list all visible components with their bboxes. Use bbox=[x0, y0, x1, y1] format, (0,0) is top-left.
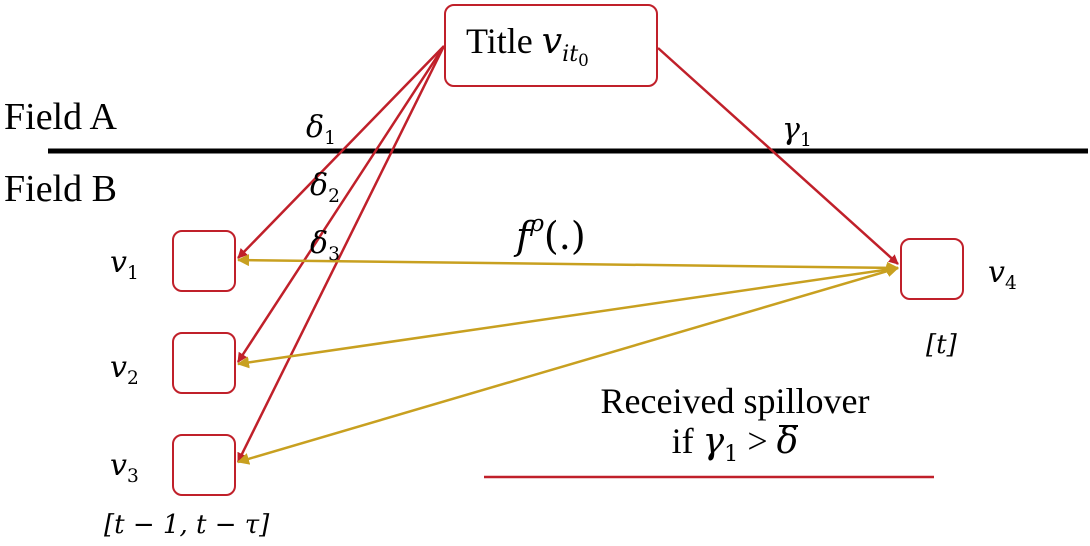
title-node bbox=[444, 4, 658, 87]
node-v3-label: v3 bbox=[110, 448, 139, 487]
edge-title-v4 bbox=[657, 47, 899, 265]
spillover-line1: Received spillover bbox=[600, 381, 870, 421]
interval-past: [t − 1, t − τ] bbox=[104, 510, 270, 540]
spillover-text: Received spillover if γ1 > δ bbox=[560, 380, 910, 467]
node-v4-label: v4 bbox=[988, 255, 1017, 294]
delta1-label: δ1 bbox=[306, 110, 336, 149]
edge-title-v2 bbox=[236, 45, 446, 363]
interval-current: [t] bbox=[926, 330, 957, 360]
spillover-line2: if γ1 > δ bbox=[671, 421, 799, 467]
edge-title-v1 bbox=[237, 45, 445, 259]
delta3-label: δ3 bbox=[310, 226, 340, 265]
node-v2-label: v2 bbox=[110, 350, 139, 389]
edge-v4-v3 bbox=[237, 265, 899, 465]
delta2-label: δ2 bbox=[310, 168, 340, 207]
title-word: Title bbox=[466, 21, 533, 61]
node-v1-box bbox=[172, 230, 236, 292]
gamma1-label: γ1 bbox=[782, 112, 812, 151]
node-v3-box bbox=[172, 434, 236, 496]
delta-bar: δ bbox=[776, 421, 799, 462]
title-var: vit0 bbox=[541, 21, 589, 70]
field-a-label: Field A bbox=[4, 96, 117, 138]
node-v2-box bbox=[172, 332, 236, 394]
title-label: Title vit0 bbox=[466, 20, 589, 70]
node-v1-label: v1 bbox=[110, 245, 139, 284]
edge-v4-v2 bbox=[237, 263, 899, 369]
edge-title-v3 bbox=[236, 45, 446, 463]
field-b-label: Field B bbox=[4, 168, 117, 210]
node-v4-box bbox=[900, 238, 964, 300]
f-rho-label: fρ(.) bbox=[516, 209, 586, 258]
